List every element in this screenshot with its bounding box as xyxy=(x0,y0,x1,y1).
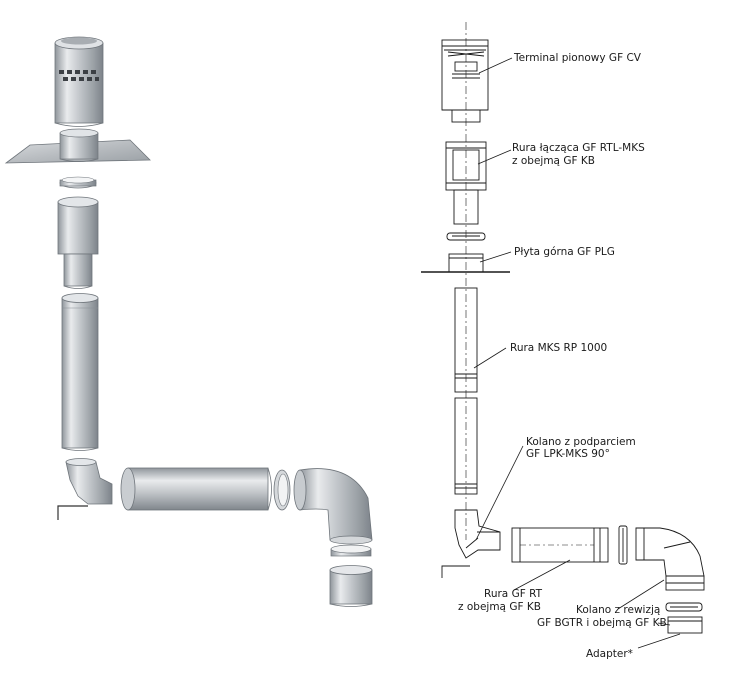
horizontal-pipe-line xyxy=(511,527,609,563)
label-kolano-rew-line2: GF BGTR i obejmą GF KB xyxy=(537,617,667,629)
horizontal-pipe-3d xyxy=(120,467,272,511)
label-rura-rt-line1: Rura GF RT xyxy=(484,588,543,600)
support-elbow-line xyxy=(441,509,501,578)
clamp-ring-1-3d xyxy=(59,176,97,189)
side-ring-line xyxy=(618,525,628,565)
connecting-pipe-line xyxy=(445,141,487,225)
long-pipe-3d xyxy=(61,293,99,451)
adapter-line xyxy=(665,602,703,634)
support-elbow-3d xyxy=(57,458,113,520)
roof-plate-3d xyxy=(4,128,151,164)
label-kolano-lpk-line2: GF LPK-MKS 90° xyxy=(526,448,610,460)
roof-plate-line xyxy=(421,232,510,273)
illustration-3d xyxy=(4,36,373,607)
label-rura-rt-line2: z obejmą GF KB xyxy=(458,601,541,613)
label-adapter: Adapter* xyxy=(586,648,633,660)
label-rura-laczaca-line2: z obejmą GF KB xyxy=(512,155,595,167)
terminal-line xyxy=(441,39,489,123)
label-kolano-lpk-line1: Kolano z podparciem xyxy=(526,436,636,448)
clamp-ring-3-3d xyxy=(330,544,372,557)
connecting-pipe-3d xyxy=(57,196,99,289)
label-rura-laczaca-line1: Rura łącząca GF RTL-MKS xyxy=(512,142,645,154)
technical-drawing xyxy=(421,22,705,649)
label-kolano-rew-line1: Kolano z rewizją xyxy=(576,604,661,616)
adapter-3d xyxy=(329,565,373,607)
label-terminal: Terminal pionowy GF CV xyxy=(514,52,641,64)
label-plyta: Płyta górna GF PLG xyxy=(514,246,615,258)
long-pipe-line xyxy=(454,287,478,495)
revision-elbow-line xyxy=(635,527,705,591)
terminal-3d xyxy=(54,36,104,127)
revision-elbow-3d xyxy=(293,468,373,545)
clamp-ring-2-3d xyxy=(273,469,291,511)
leader-lines xyxy=(473,57,681,649)
label-rura-mks: Rura MKS RP 1000 xyxy=(510,342,608,354)
